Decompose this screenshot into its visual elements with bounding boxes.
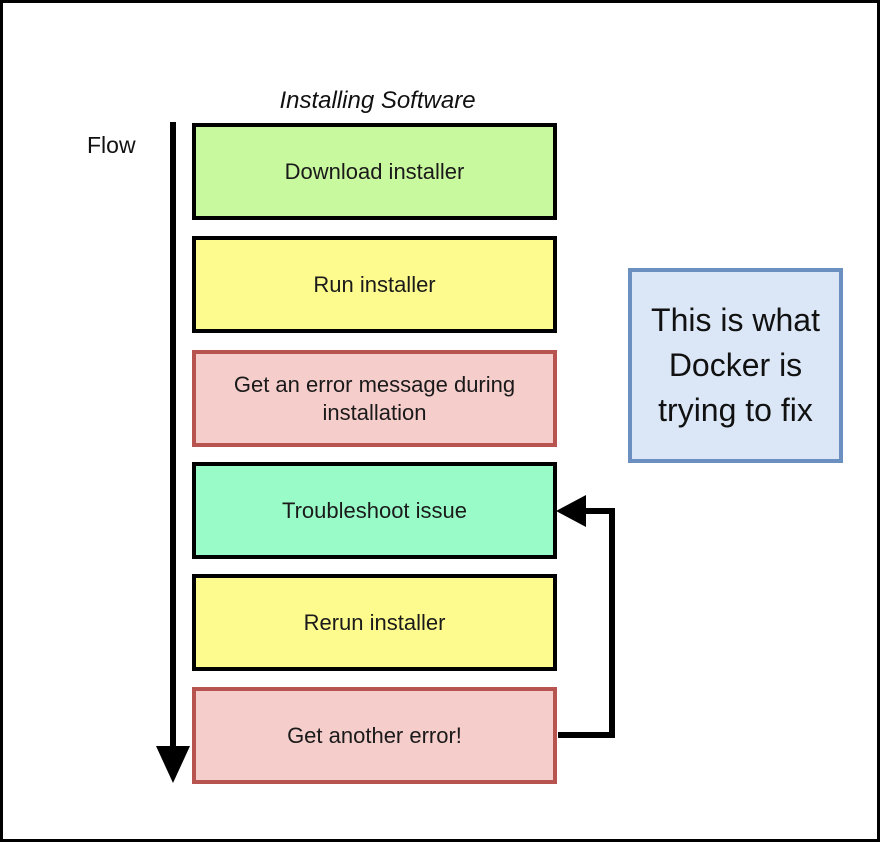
flow-down-arrow bbox=[156, 122, 190, 783]
flow-box-label: Download installer bbox=[284, 158, 465, 184]
flow-box-label: Troubleshoot issue bbox=[281, 497, 468, 523]
flow-box-0: Download installer bbox=[192, 123, 557, 220]
flow-box-label: Get an error message during installation bbox=[233, 371, 516, 425]
loop-back-arrow bbox=[556, 495, 615, 738]
flow-box-1: Run installer bbox=[192, 236, 557, 333]
flow-box-4: Rerun installer bbox=[192, 574, 557, 671]
flow-box-label: Get another error! bbox=[287, 722, 462, 748]
docker-annotation-text: This is what Docker is trying to fix bbox=[651, 302, 820, 428]
flow-box-2: Get an error message during installation bbox=[192, 350, 557, 447]
docker-annotation-box: This is what Docker is trying to fix bbox=[628, 268, 843, 463]
flow-axis-label: Flow bbox=[87, 132, 136, 158]
flow-box-3: Troubleshoot issue bbox=[192, 462, 557, 559]
flow-box-5: Get another error! bbox=[192, 687, 557, 784]
flow-box-label: Run installer bbox=[313, 271, 436, 297]
flow-box-label: Rerun installer bbox=[303, 609, 446, 635]
diagram-title: Installing Software bbox=[279, 87, 476, 114]
